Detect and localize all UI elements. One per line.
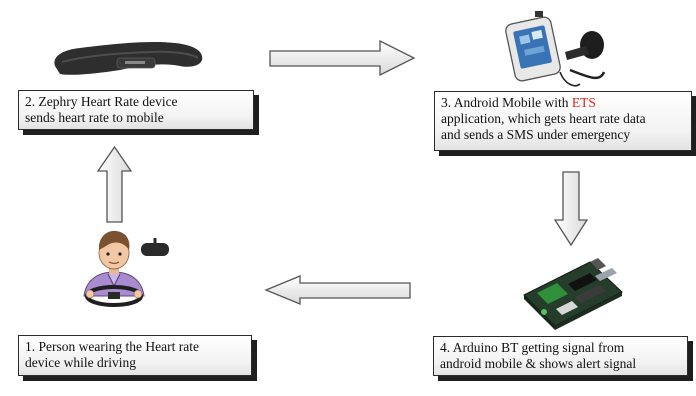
ets-highlight: ETS [571, 95, 596, 110]
step-1-line-1: 1. Person wearing the Heart rate [25, 339, 199, 354]
heart-rate-strap-icon [54, 41, 203, 75]
step-4-line-1: 4. Arduino BT getting signal from [440, 340, 625, 355]
arrow-left [264, 275, 411, 305]
step-2-line-1: 2. Zephry Heart Rate device [25, 94, 178, 109]
step-1-line-2: device while driving [25, 355, 136, 370]
step-3-line-2: application, which gets heart rate data [441, 111, 646, 126]
step-3-line-3: and sends a SMS under emergency [441, 127, 631, 142]
step-4-box: 4. Arduino BT getting signal from androi… [433, 336, 688, 376]
arrow-down [553, 171, 589, 247]
step-3-line-1: 3. Android Mobile with ETS [441, 95, 685, 111]
arrow-right [269, 39, 416, 77]
step-2-box: 2. Zephry Heart Rate device sends heart … [18, 90, 254, 130]
arduino-board-icon [523, 258, 623, 330]
step-3-line-1-text: 3. Android Mobile with [441, 95, 572, 110]
step-4-line-2: android mobile & shows alert signal [440, 356, 637, 371]
step-3-box: 3. Android Mobile with ETS application, … [434, 91, 692, 151]
step-2-line-2: sends heart rate to mobile [25, 110, 164, 125]
step-1-box: 1. Person wearing the Heart rate device … [18, 335, 252, 376]
android-phone-mount-icon [505, 11, 606, 87]
driver-person-icon [83, 230, 169, 307]
arrow-up [96, 145, 133, 223]
